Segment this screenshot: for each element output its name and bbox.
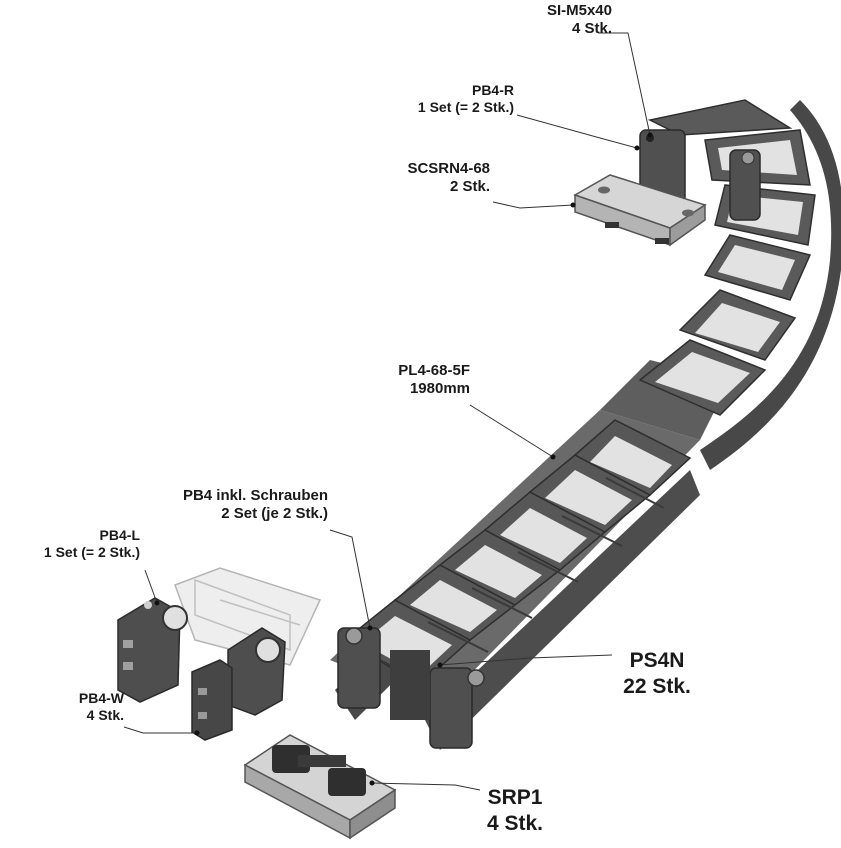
mounting-bracket-illustration [573, 174, 707, 247]
label-ps4n: PS4N 22 Stk. [612, 648, 702, 701]
label-pb4-r-qty: 1 Set (= 2 Stk.) [417, 99, 514, 116]
label-srp1-name: SRP1 [487, 786, 543, 809]
label-pl4-68-5f-name: PL4-68-5F [398, 362, 470, 379]
label-pl4-68-5f-qty: 1980mm [409, 380, 470, 398]
label-si-m5x40: SI-M5x40 4 Stk. [500, 2, 612, 39]
label-pl4-68-5f: PL4-68-5F 1980mm [370, 362, 470, 399]
label-scsrn4-68-qty: 2 Stk. [449, 178, 490, 196]
label-pb4-w-name: PB4-W [78, 690, 124, 706]
label-srp1: SRP1 4 Stk. [474, 785, 556, 838]
label-srp1-qty: 4 Stk. [486, 812, 544, 836]
label-pb4-schrauben: PB4 inkl. Schrauben 2 Set (je 2 Stk.) [138, 487, 328, 524]
label-pb4-w: PB4-W 4 Stk. [40, 690, 124, 724]
label-pb4-l: PB4-L 1 Set (= 2 Stk.) [0, 527, 140, 561]
label-scsrn4-68-name: SCSRN4-68 [407, 160, 490, 177]
label-pb4-l-name: PB4-L [99, 527, 140, 543]
leader-lines [123, 32, 651, 791]
label-si-m5x40-qty: 4 Stk. [571, 20, 612, 38]
label-pb4-w-qty: 4 Stk. [86, 707, 124, 724]
label-pb4-schrauben-name: PB4 inkl. Schrauben [182, 487, 328, 504]
label-scsrn4-68: SCSRN4-68 2 Stk. [370, 160, 490, 197]
label-pb4-l-qty: 1 Set (= 2 Stk.) [43, 544, 140, 561]
strain-relief-illustration [243, 734, 397, 840]
label-pb4-r: PB4-R 1 Set (= 2 Stk.) [372, 82, 514, 116]
end-bracket-illustration [117, 567, 322, 741]
label-pb4-r-name: PB4-R [471, 82, 514, 98]
label-pb4-schrauben-qty: 2 Set (je 2 Stk.) [221, 505, 328, 523]
label-ps4n-name: PS4N [629, 649, 685, 672]
label-si-m5x40-name: SI-M5x40 [546, 2, 612, 19]
label-ps4n-qty: 22 Stk. [623, 675, 691, 699]
